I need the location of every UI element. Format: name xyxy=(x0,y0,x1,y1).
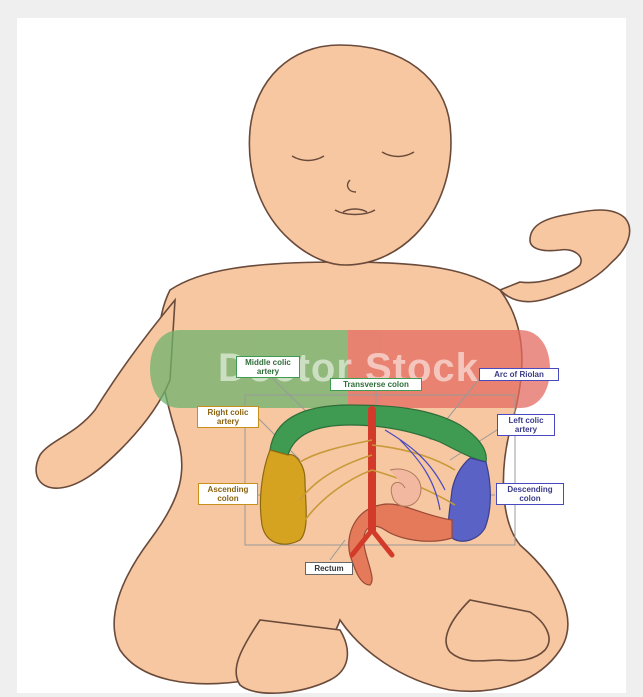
label-middle-colic-artery: Middle colic artery xyxy=(236,356,300,378)
label-transverse-colon: Transverse colon xyxy=(330,378,422,391)
ascending-colon-shape xyxy=(260,450,306,544)
label-arc-of-riolan: Arc of Riolan xyxy=(479,368,559,381)
label-left-colic-artery: Left colic artery xyxy=(497,414,555,436)
label-right-colic-artery: Right colic artery xyxy=(197,406,259,428)
label-rectum: Rectum xyxy=(305,562,353,575)
label-ascending-colon: Ascending colon xyxy=(198,483,258,505)
label-descending-colon: Descending colon xyxy=(496,483,564,505)
